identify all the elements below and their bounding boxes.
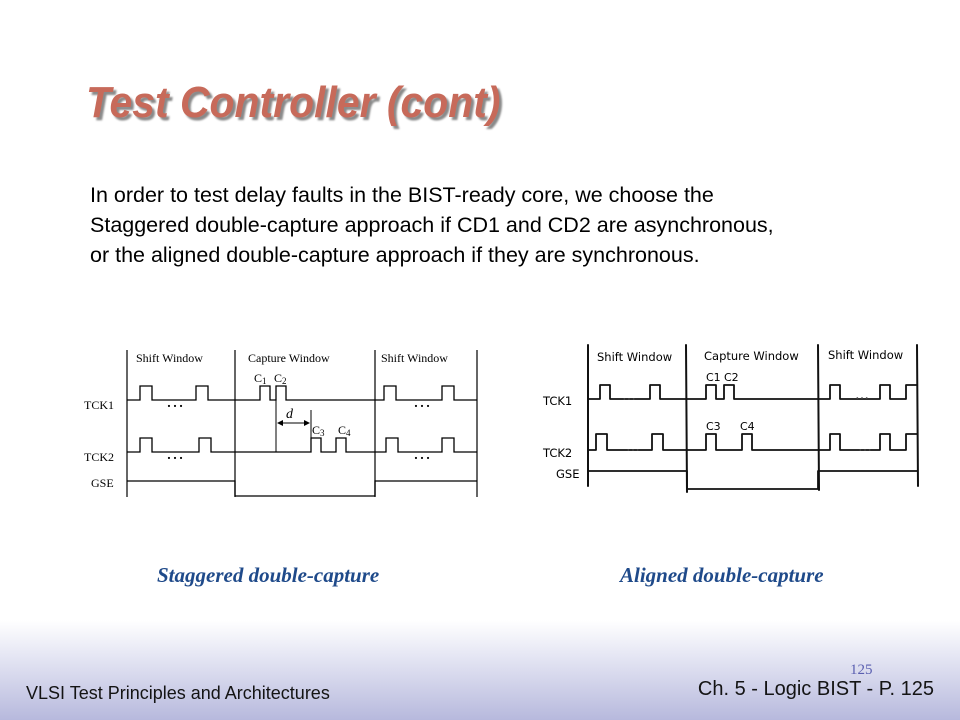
gse-waveform	[127, 480, 477, 497]
slide-title: Test Controller (cont)	[86, 78, 501, 127]
delay-label: d	[286, 407, 294, 422]
window-separator	[916, 344, 919, 487]
capture-window-label: Capture Window	[248, 351, 330, 365]
body-line: or the aligned double-capture approach i…	[90, 243, 700, 267]
ellipsis: …	[855, 387, 869, 403]
ellipsis: …	[413, 443, 431, 463]
tck2-waveform	[127, 437, 477, 453]
ellipsis: …	[622, 388, 636, 404]
footer-chapter-page: Ch. 5 - Logic BIST - P. 125	[698, 678, 934, 701]
tck2-label: TCK2	[542, 446, 572, 460]
ellipsis: …	[413, 391, 431, 411]
pulse-label-index: 2	[282, 376, 287, 386]
delay-arrowhead-right	[304, 420, 310, 426]
tck1-label: TCK1	[84, 398, 114, 412]
pulse-label-c: C	[312, 423, 320, 437]
ellipsis: …	[858, 439, 872, 455]
capture-window-label: Capture Window	[704, 349, 799, 363]
body-line: Staggered double-capture approach if CD1…	[90, 213, 774, 237]
pulse-label-c: C	[338, 423, 346, 437]
footer-page-number: 125	[900, 678, 934, 700]
body-line: In order to test delay faults in the BIS…	[90, 183, 714, 207]
ellipsis: …	[166, 391, 184, 411]
gse-label: GSE	[556, 467, 579, 481]
gse-label: GSE	[91, 476, 114, 490]
ellipsis: …	[626, 439, 640, 455]
footer-band	[0, 620, 960, 720]
window-separator	[817, 344, 820, 491]
page-mark: 125	[850, 662, 873, 678]
aligned-caption: Aligned double-capture	[620, 563, 824, 587]
shift-window-label: Shift Window	[597, 350, 672, 364]
shift-window-label: Shift Window	[136, 351, 203, 365]
shift-window-label: Shift Window	[828, 348, 903, 362]
delay-arrowhead-left	[277, 420, 283, 426]
gse-waveform	[588, 470, 917, 490]
body-paragraph: In order to test delay faults in the BIS…	[90, 180, 950, 270]
pulse-label-c: C	[254, 371, 262, 385]
pulse-label: C2	[724, 371, 739, 384]
footer-chapter-label: Ch. 5 - Logic BIST - P.	[697, 678, 896, 700]
pulse-label-index: 4	[346, 428, 351, 438]
pulse-label: C4	[740, 420, 755, 433]
pulse-label: C3	[706, 420, 721, 433]
pulse-label-index: 3	[320, 428, 325, 438]
ellipsis: …	[166, 443, 184, 463]
shift-window-label: Shift Window	[381, 351, 448, 365]
tck1-waveform	[127, 385, 477, 401]
tck1-waveform	[588, 384, 917, 400]
tck2-waveform	[588, 433, 917, 451]
pulse-label-c: C	[274, 371, 282, 385]
tck2-label: TCK2	[84, 450, 114, 464]
pulse-label-index: 1	[262, 376, 267, 386]
staggered-caption: Staggered double-capture	[157, 563, 380, 587]
window-separator	[685, 344, 688, 493]
tck1-label: TCK1	[542, 394, 572, 408]
footer-course-title: VLSI Test Principles and Architectures	[26, 683, 330, 703]
pulse-label: C1	[706, 371, 721, 384]
